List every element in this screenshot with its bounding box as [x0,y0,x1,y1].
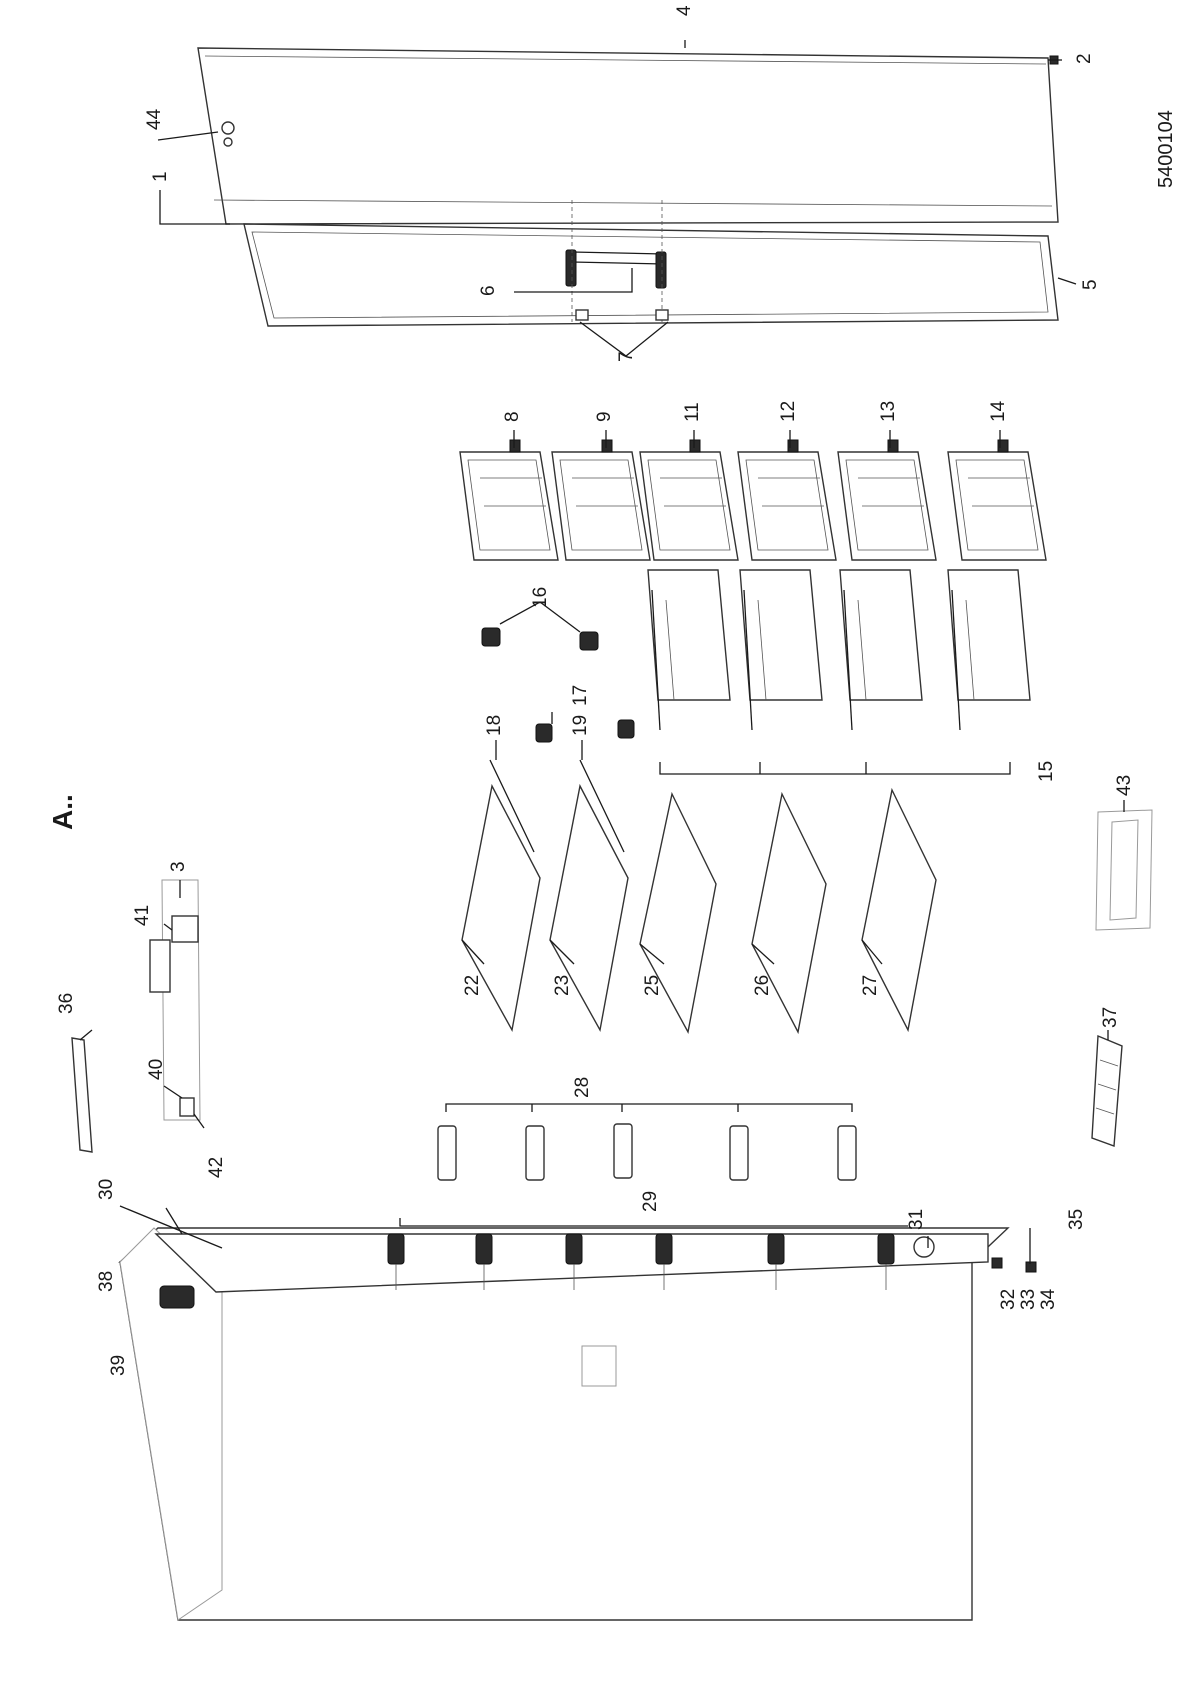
callout-1: 1 [150,171,171,182]
callout-17: 17 [570,685,591,706]
callout-14: 14 [988,400,1009,422]
wall-rail-1 [475,1233,493,1290]
callout-30: 30 [96,1179,117,1200]
callout-4: 4 [674,5,695,16]
callout-6: 6 [478,285,499,296]
wall-rail-5 [877,1233,895,1290]
callout-19: 19 [570,715,591,736]
door-assembly [197,47,1059,327]
wall-rail-2 [565,1233,583,1290]
callout-29: 29 [640,1191,661,1212]
callout-12: 12 [778,401,799,422]
wall-rail-3 [655,1233,673,1290]
callout-18: 18 [484,715,505,736]
cabinet-body [118,1227,1037,1621]
drawer-front-0 [647,569,731,731]
callout-5: 5 [1080,279,1101,290]
callout-15: 15 [1036,761,1057,782]
callout-25: 25 [642,975,663,996]
callout-33: 33 [1018,1289,1039,1310]
callout-labels: 1 2 3 4 5 6 7 8 9 11 12 13 14 15 16 17 1… [56,5,1135,1376]
drawer-5 [947,439,1047,561]
callout-44: 44 [144,108,165,130]
callout-13: 13 [878,401,899,422]
callout-11: 11 [682,402,703,422]
wall-rail-0 [387,1233,405,1290]
callout-22: 22 [462,975,483,996]
callout-39: 39 [108,1355,129,1376]
callout-23: 23 [552,975,573,996]
callout-2: 2 [1074,53,1095,64]
callout-27: 27 [860,975,881,996]
drawing-code: 5400104 [1155,110,1177,188]
callout-32: 32 [998,1289,1019,1310]
callout-9: 9 [594,411,615,422]
callout-43: 43 [1114,775,1135,796]
drawer-fronts [647,569,1031,731]
callout-37: 37 [1100,1007,1121,1028]
glass-shelves [461,759,937,1035]
callout-42: 42 [206,1157,227,1178]
callout-36: 36 [56,993,77,1014]
callout-35: 35 [1066,1209,1087,1230]
drawer-1 [551,439,651,561]
callout-3: 3 [168,861,189,872]
drawer-2 [639,439,739,561]
callout-26: 26 [752,975,773,996]
accessories [1091,809,1153,1147]
shelf-clips [481,627,635,743]
wall-rail-4 [767,1233,785,1290]
drawer-front-3 [947,569,1031,731]
callout-34: 34 [1038,1288,1059,1310]
callout-28: 28 [572,1077,593,1098]
callout-38: 38 [96,1271,117,1292]
drawer-3 [737,439,837,561]
drawer-0 [459,439,559,561]
drawer-set [459,439,1047,561]
leader-lines [79,40,1125,1264]
shelf-supports [437,1123,857,1181]
drawer-front-2 [839,569,923,731]
callout-41: 41 [132,905,153,926]
callout-8: 8 [502,411,523,422]
callout-40: 40 [146,1059,167,1080]
control-panel [71,879,201,1153]
callout-7: 7 [616,351,637,362]
drawer-4 [837,439,937,561]
callout-31: 31 [906,1209,927,1230]
drawer-front-1 [739,569,823,731]
callout-16: 16 [530,587,551,608]
section-label: A.. [47,794,78,830]
